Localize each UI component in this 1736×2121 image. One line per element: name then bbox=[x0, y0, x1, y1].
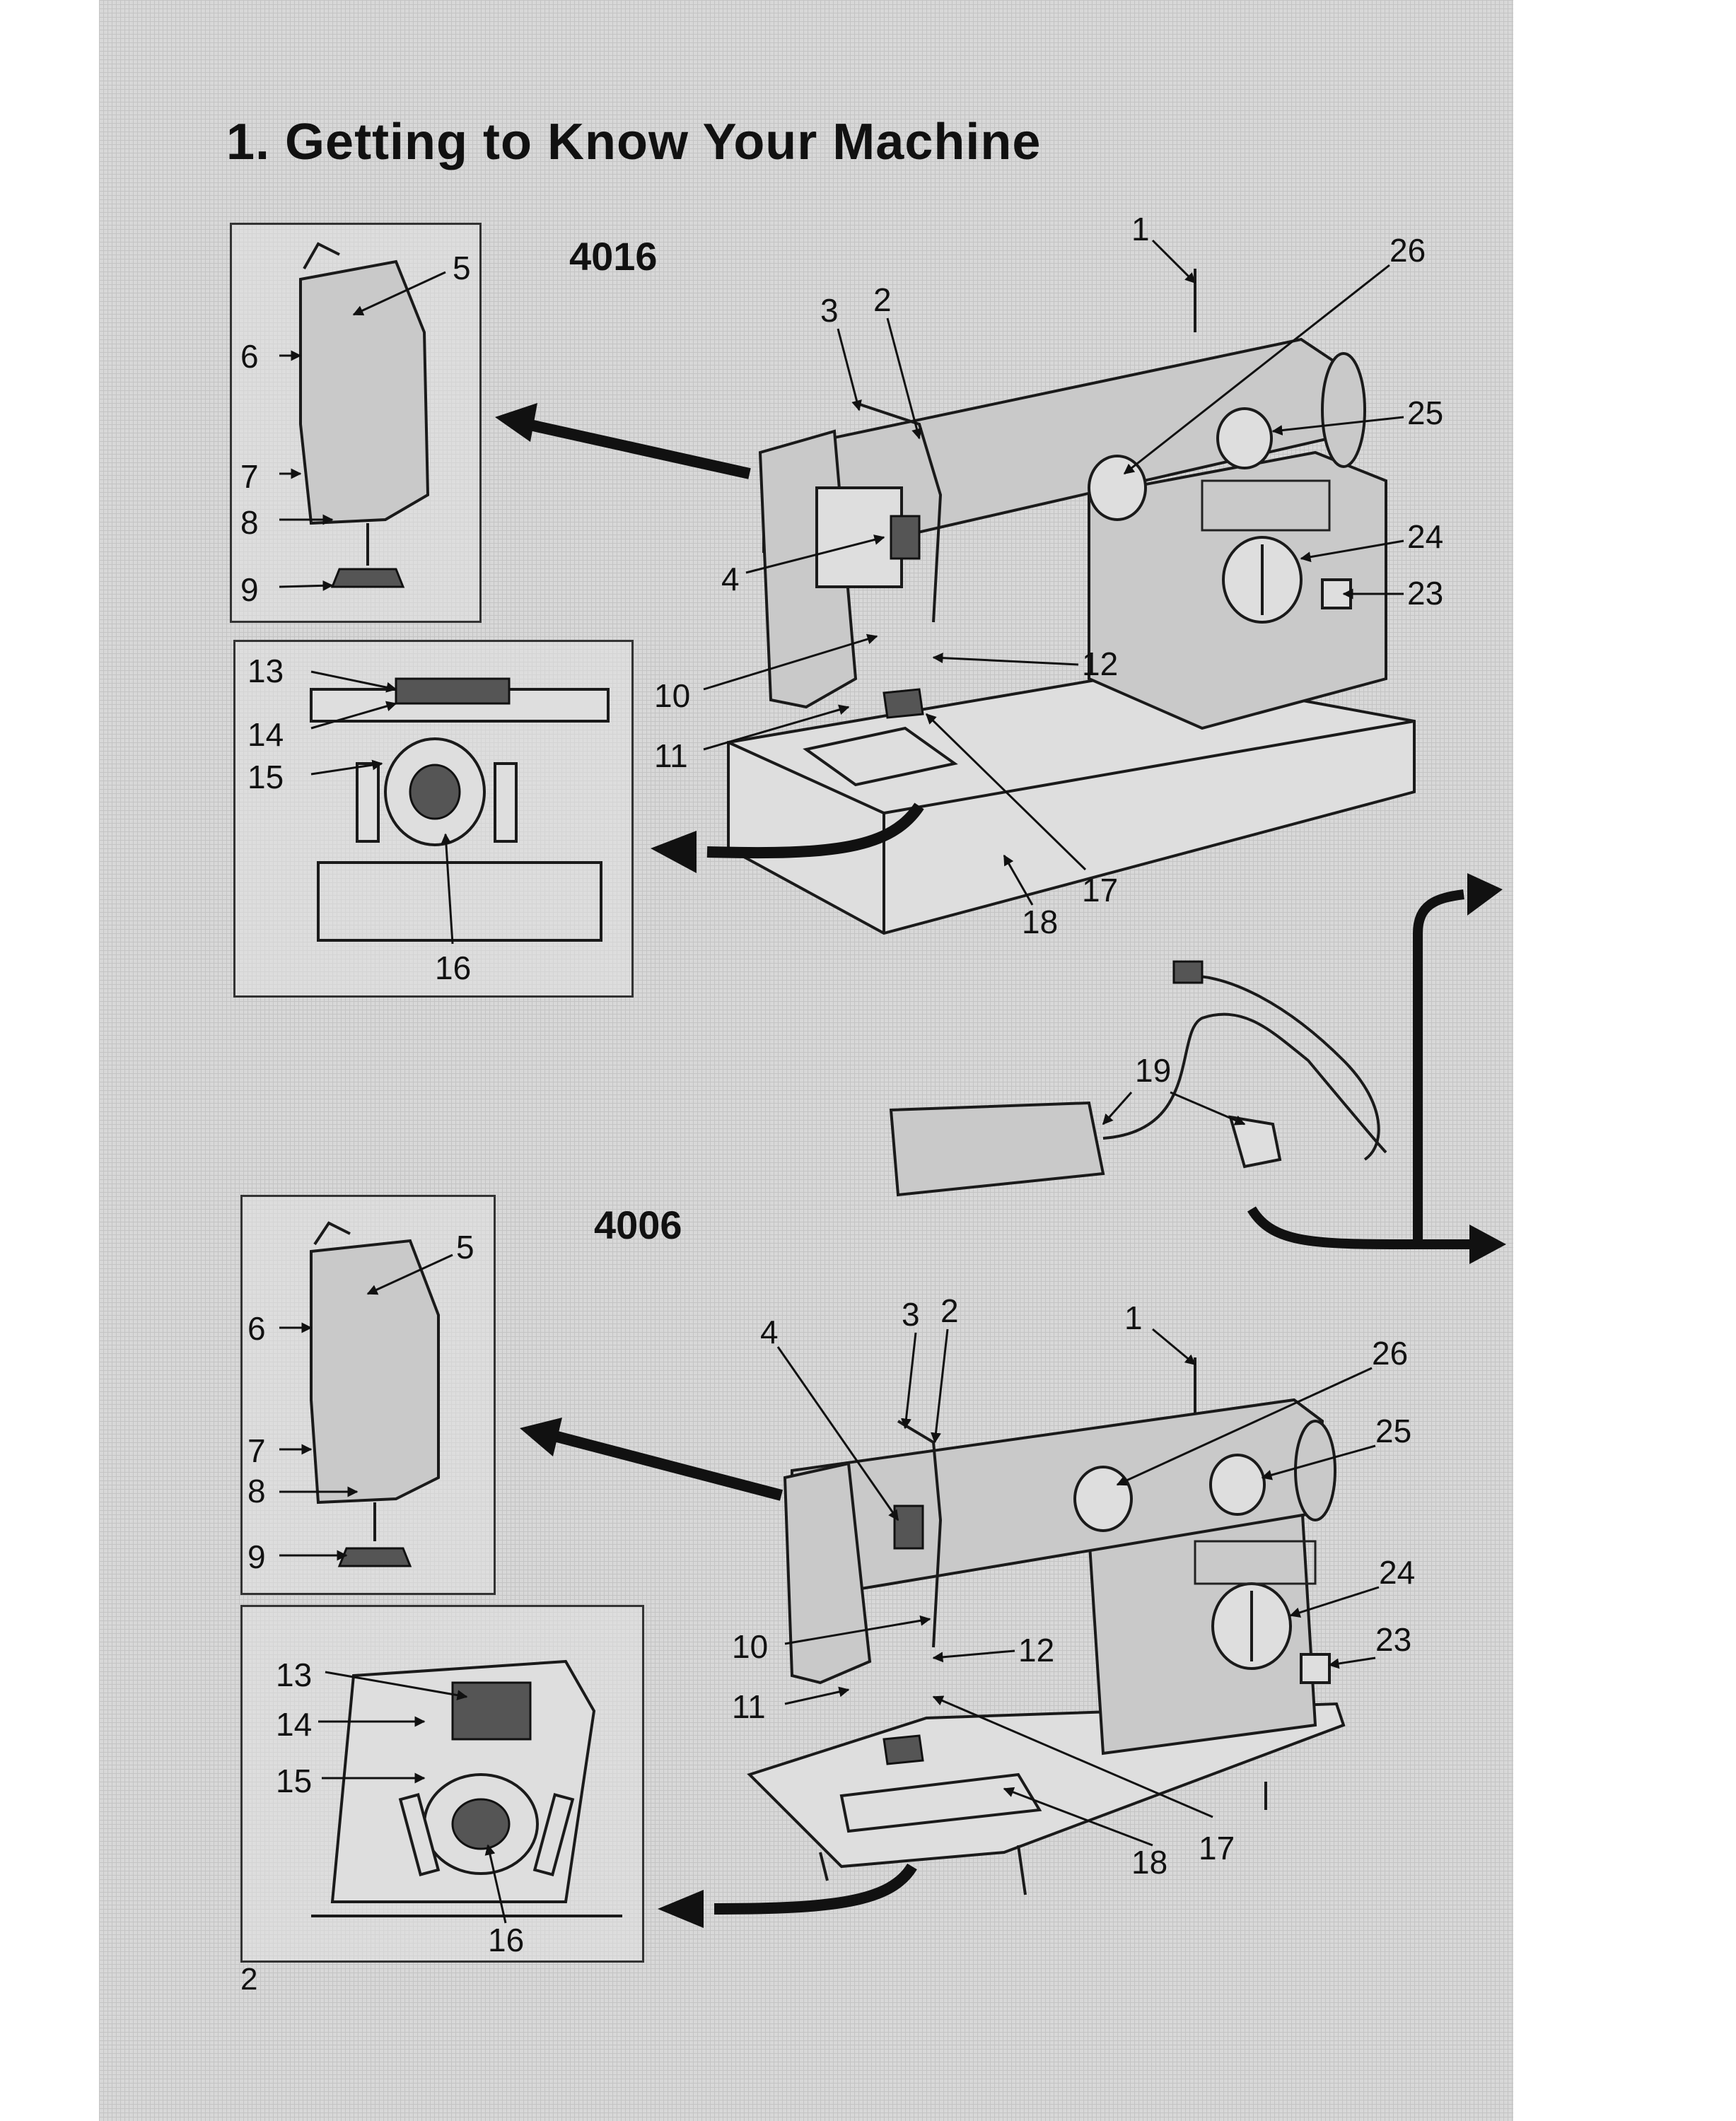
inset-4016-head-drawing: 5 6 7 8 9 bbox=[240, 242, 471, 608]
callout-4016-1: 1 bbox=[1131, 211, 1150, 247]
callout-4006-5: 5 bbox=[456, 1229, 474, 1266]
callout-4006-11: 11 bbox=[732, 1688, 766, 1725]
callout-4006-6: 6 bbox=[247, 1310, 266, 1347]
callout-4006-7: 7 bbox=[247, 1432, 266, 1469]
callout-4016-26: 26 bbox=[1390, 232, 1426, 269]
arrows-4006 bbox=[520, 1418, 917, 1928]
callout-4006-17: 17 bbox=[1199, 1830, 1235, 1866]
callout-4006-12: 12 bbox=[1018, 1632, 1054, 1669]
callout-4016-3: 3 bbox=[820, 292, 839, 329]
callout-4016-6: 6 bbox=[240, 338, 259, 375]
callout-4016-11: 11 bbox=[654, 737, 688, 774]
callouts-4016-main: 1 2 3 4 10 11 12 17 18 23 24 25 26 bbox=[654, 211, 1443, 940]
callout-4016-8: 8 bbox=[240, 504, 259, 541]
callout-19: 19 bbox=[1135, 1052, 1171, 1089]
callout-4016-23: 23 bbox=[1407, 575, 1443, 612]
callout-4016-15: 15 bbox=[247, 759, 284, 795]
callout-4006-13: 13 bbox=[276, 1657, 312, 1693]
callout-4006-3: 3 bbox=[902, 1296, 920, 1333]
callout-4006-25: 25 bbox=[1375, 1413, 1411, 1449]
model-number-4006: 4006 bbox=[594, 1203, 682, 1247]
callouts-4006-main: 1 2 3 4 10 11 12 17 18 23 24 25 26 bbox=[732, 1292, 1415, 1881]
arrows-4016 bbox=[495, 403, 924, 873]
callout-4006-8: 8 bbox=[247, 1473, 266, 1509]
callout-4006-18: 18 bbox=[1131, 1844, 1167, 1881]
inset-4006-head-drawing: 5 6 7 8 9 bbox=[247, 1221, 474, 1575]
callout-4016-13: 13 bbox=[247, 653, 284, 689]
machine-4006-drawing bbox=[747, 1357, 1346, 1895]
foot-control-drawing: 19 bbox=[889, 960, 1387, 1197]
inset-4016-bobbin-drawing: 13 14 15 16 bbox=[247, 653, 610, 986]
callout-4016-17: 17 bbox=[1082, 872, 1118, 908]
callout-4016-14: 14 bbox=[247, 716, 284, 753]
model-number-4016: 4016 bbox=[569, 234, 658, 279]
page-number: 2 bbox=[240, 1962, 258, 1997]
foot-control-arrows bbox=[1247, 873, 1506, 1264]
callout-4016-10: 10 bbox=[654, 677, 690, 714]
callout-4016-18: 18 bbox=[1022, 904, 1058, 940]
callout-4016-4: 4 bbox=[721, 561, 740, 597]
callout-4016-5: 5 bbox=[453, 250, 471, 286]
callout-4006-1: 1 bbox=[1124, 1299, 1143, 1336]
callout-4006-16: 16 bbox=[488, 1922, 524, 1958]
callout-4006-24: 24 bbox=[1379, 1554, 1415, 1591]
callout-4016-16: 16 bbox=[435, 950, 471, 986]
inset-4006-bobbin-drawing: 13 14 15 16 bbox=[276, 1657, 622, 1958]
callout-4016-9: 9 bbox=[240, 571, 259, 608]
callout-4006-2: 2 bbox=[940, 1292, 959, 1329]
machine-4016-drawing bbox=[727, 269, 1416, 935]
callout-4006-10: 10 bbox=[732, 1628, 768, 1665]
page-title: 1. Getting to Know Your Machine bbox=[226, 114, 1042, 170]
callout-4016-24: 24 bbox=[1407, 518, 1443, 555]
callout-4006-14: 14 bbox=[276, 1706, 312, 1743]
callout-4006-9: 9 bbox=[247, 1538, 266, 1575]
callout-4006-4: 4 bbox=[760, 1314, 779, 1350]
callout-4016-2: 2 bbox=[873, 281, 892, 318]
callout-4016-7: 7 bbox=[240, 458, 259, 495]
callout-4016-25: 25 bbox=[1407, 395, 1443, 431]
callout-4006-23: 23 bbox=[1375, 1621, 1411, 1658]
callout-4016-12: 12 bbox=[1082, 645, 1118, 682]
callout-4006-15: 15 bbox=[276, 1763, 312, 1799]
callout-4006-26: 26 bbox=[1372, 1335, 1408, 1372]
